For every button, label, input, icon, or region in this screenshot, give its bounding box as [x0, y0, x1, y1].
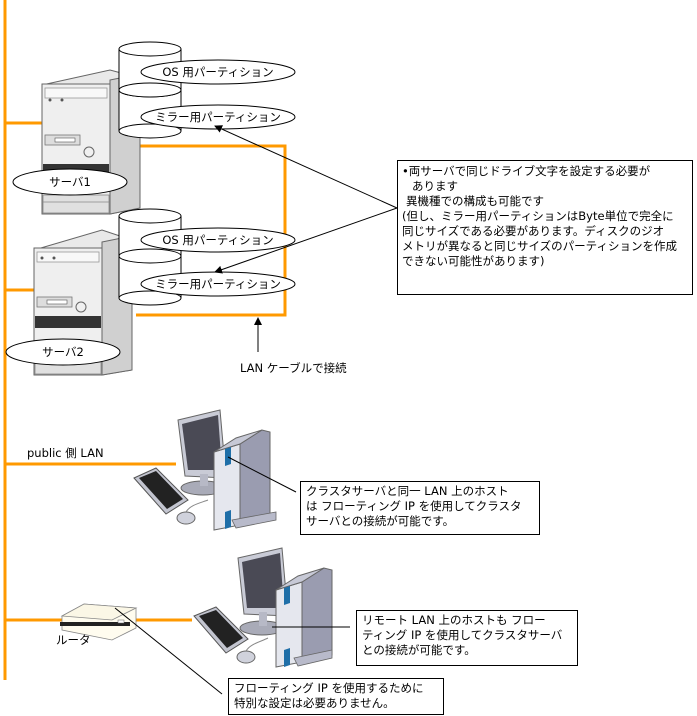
bullet-icon: • — [402, 164, 409, 178]
note-callout-lines — [114, 456, 350, 695]
same-lan-host-note-line-1: クラスタサーバと同一 LAN 上のホスト — [306, 484, 509, 498]
drive-letter-callout-arrows — [214, 125, 398, 274]
router-setting-note-line-2: 特別な設定は必要ありません。 — [234, 696, 395, 710]
server-1-label-ellipse — [12, 168, 128, 196]
drive-letter-note-line-3: 異機種での構成も可能です — [406, 194, 544, 208]
lan-cable-label: LAN ケーブルで接続 — [240, 361, 347, 375]
interconnect-lan-cable — [136, 144, 287, 317]
client-pc-same-lan-icon — [133, 409, 277, 531]
server-2-mirror-partition-label: ミラー用パーティション — [155, 277, 281, 291]
router-setting-note-line-1: フローティング IP を使用するために — [234, 681, 424, 695]
server-1-label: サーバ1 — [49, 175, 91, 189]
router-setting-note: フローティング IP を使用するために 特別な設定は必要ありません。 — [228, 678, 444, 715]
remote-lan-host-note-line-3: との接続が可能です。 — [362, 643, 476, 657]
drive-letter-note-line-1: •両サーバで同じドライブ文字を設定する必要が — [402, 164, 651, 178]
server-2-os-partition-ellipse — [140, 227, 296, 253]
drive-letter-note-line-5: 同じサイズである必要があります。ディスクのジオ — [402, 224, 665, 238]
remote-lan-host-note-line-2: ティング IP を使用してクラスタサーバ — [362, 628, 563, 642]
router-icon — [60, 603, 138, 641]
client-pc-remote-lan-icon — [193, 547, 333, 668]
server-2-os-partition-label: OS 用パーティション — [162, 233, 274, 247]
drive-letter-note-line-7: できない可能性があります) — [402, 254, 545, 268]
remote-lan-host-note-line-1: リモート LAN 上のホストも フロー — [362, 613, 546, 627]
server-1-mirror-partition-label: ミラー用パーティション — [155, 110, 281, 124]
router-label: ルータ — [56, 633, 91, 647]
server-2-label: サーバ2 — [42, 345, 84, 359]
drive-letter-note-line-4: (但し、ミラー用パーティションはByte単位で完全に — [402, 209, 674, 223]
remote-lan-host-note: リモート LAN 上のホストも フロー ティング IP を使用してクラスタサーバ… — [356, 610, 578, 666]
server-1-os-partition-label: OS 用パーティション — [162, 65, 274, 79]
public-lan-label: public 側 LAN — [27, 446, 104, 460]
same-lan-host-note-line-3: サーバとの接続が可能です。 — [306, 514, 455, 528]
same-lan-host-note: クラスタサーバと同一 LAN 上のホスト は フローティング IP を使用してク… — [300, 481, 540, 535]
drive-letter-note: •両サーバで同じドライブ文字を設定する必要が あります 異機種での構成も可能です… — [397, 160, 693, 295]
partition-ellipses — [5, 59, 296, 366]
server-2-label-ellipse — [5, 338, 121, 366]
drive-letter-note-line-6: メトリが異なると同じサイズのパーティションを作成 — [402, 239, 677, 253]
drive-letter-note-line-2: あります — [412, 179, 458, 193]
same-lan-host-note-line-2: は フローティング IP を使用してクラスタ — [306, 499, 522, 513]
server-1-os-partition-ellipse — [140, 59, 296, 85]
